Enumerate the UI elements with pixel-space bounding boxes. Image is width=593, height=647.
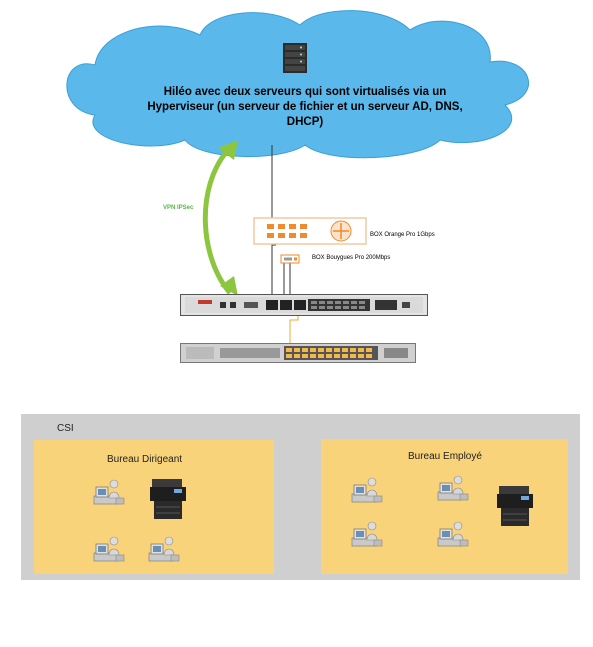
server-rack-icon (283, 43, 307, 73)
office-employe-title: Bureau Employé (408, 451, 482, 462)
csi-label: CSI (57, 423, 74, 434)
workstation-icon (436, 520, 470, 548)
box-orange-label: BOX Orange Pro 1Gbps (370, 232, 435, 238)
printer-icon (495, 484, 535, 528)
workstation-icon (92, 535, 126, 563)
workstation-icon (147, 535, 181, 563)
workstation-icon (350, 520, 384, 548)
workstation-icon (92, 478, 126, 506)
cloud-description: Hiléo avec deux serveurs qui sont virtua… (147, 86, 463, 128)
vpn-arrow (202, 140, 238, 296)
box-orange-router (253, 217, 367, 245)
cloud (66, 10, 530, 159)
workstation-icon (350, 476, 384, 504)
printer-icon (148, 477, 188, 521)
firewall-appliance (180, 294, 428, 316)
vpn-label: VPN IPSec (163, 205, 194, 211)
workstation-icon (436, 474, 470, 502)
office-dirigeant-title: Bureau Dirigeant (107, 454, 183, 465)
box-bouygues-label: BOX Bouygues Pro 200Mbps (312, 255, 391, 261)
connection-lines (271, 145, 299, 350)
box-bouygues-router (280, 254, 300, 264)
network-switch (180, 343, 416, 363)
